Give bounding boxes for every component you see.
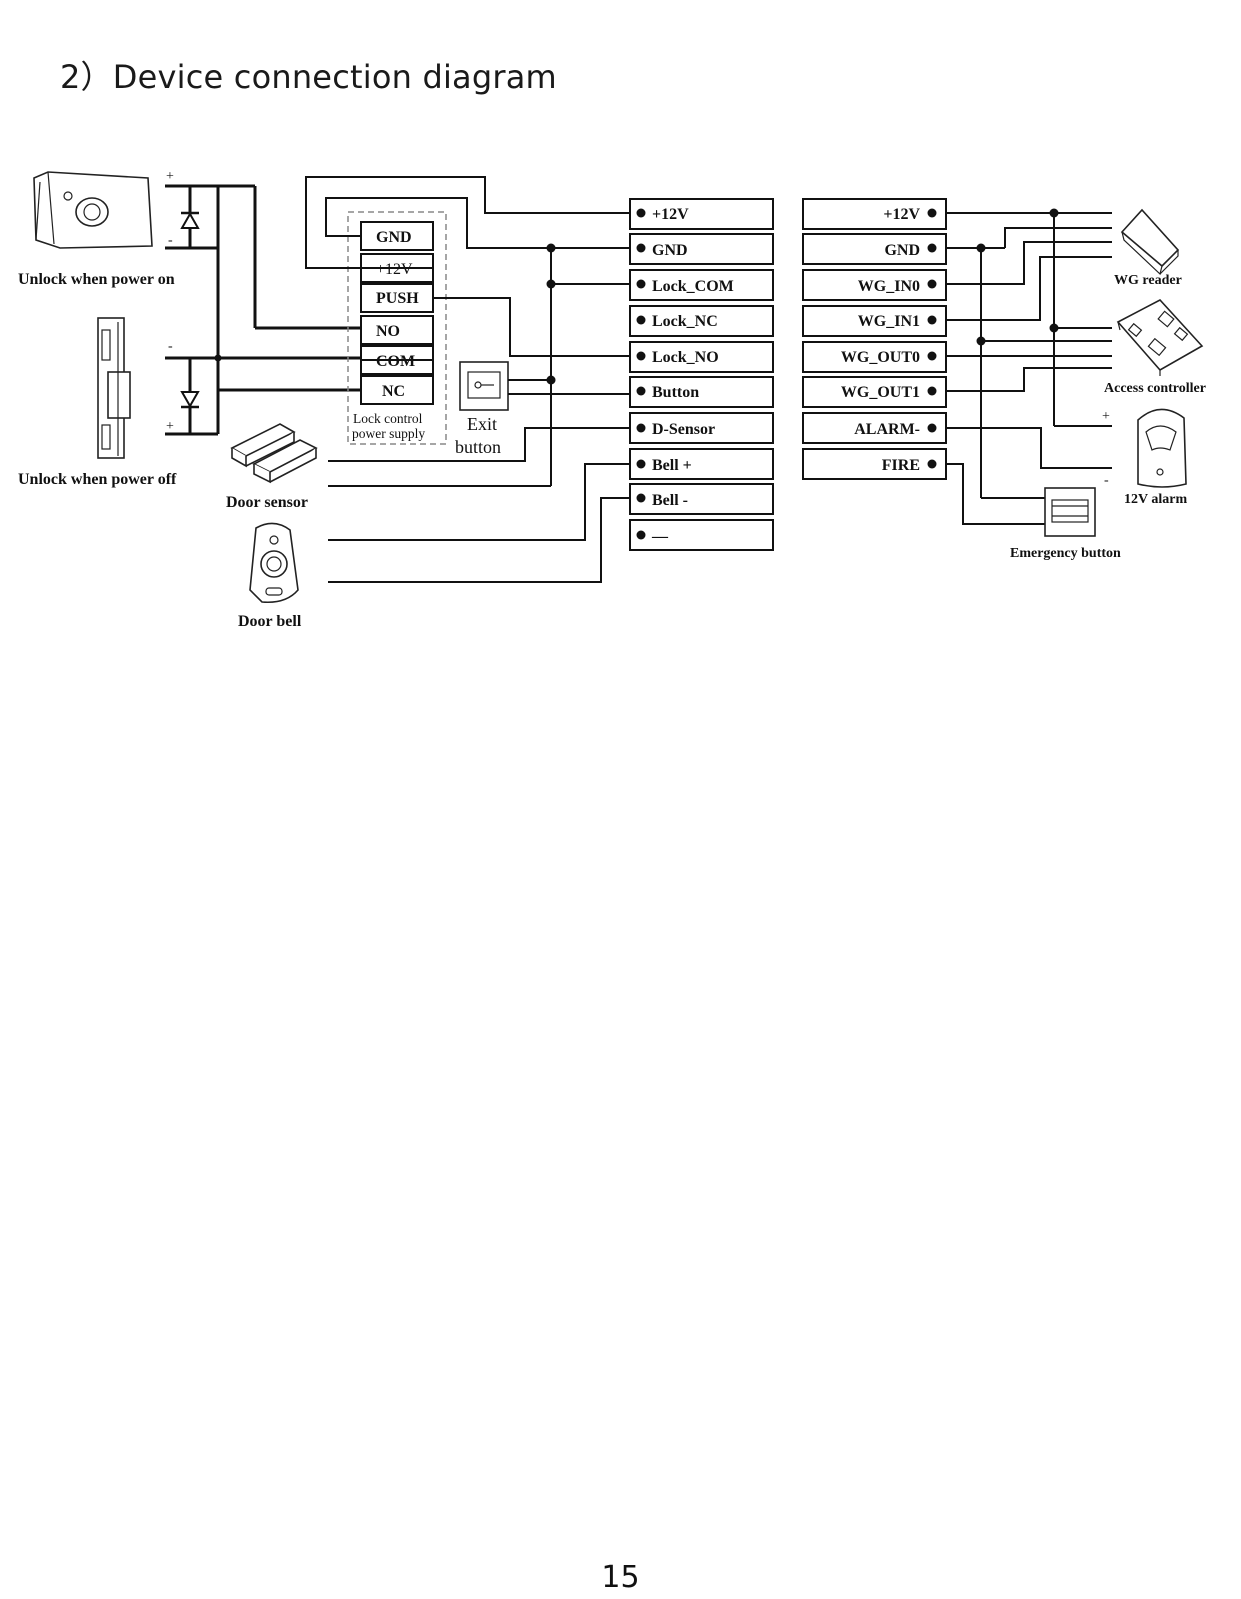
diode-icon [180,391,200,409]
label-exit: Exit [467,414,497,434]
ps-terminal-gnd: GND [376,229,412,246]
plus-mark: + [166,419,174,434]
diode-icon [180,211,200,229]
terminal-right-12v: +12V [883,206,920,223]
terminal-right-wg-in0: WG_IN0 [858,278,920,295]
ps-caption-line1: Lock control [353,411,423,426]
ps-terminal-push: PUSH [376,290,419,307]
terminal-right-wg-in1: WG_IN1 [858,313,920,330]
label-unlock-power-off: Unlock when power off [18,471,177,488]
ps-terminal-12v: +12V [376,261,413,278]
minus-mark: - [168,233,173,248]
label-door-sensor: Door sensor [226,494,308,511]
terminal-left-lock-com: Lock_COM [652,278,734,295]
terminal-left-gnd: GND [652,242,688,259]
terminal-left-bell-minus: Bell - [652,492,688,509]
electric-strike-icon [97,317,131,459]
access-controller-icon [1116,299,1204,376]
label-wg-reader: WG reader [1114,273,1182,288]
terminal-left-12v: +12V [652,206,689,223]
page-number: 15 [601,1560,640,1595]
power-supply-terminals: GND +12V PUSH NO COM NC [360,221,434,405]
label-access-controller: Access controller [1104,381,1206,396]
terminal-right-gnd: GND [884,242,920,259]
plus-mark: + [1102,409,1110,424]
terminal-left-d-sensor: D-Sensor [652,421,715,438]
plus-mark: + [166,169,174,184]
terminal-block-left: +12V GND Lock_COM Lock_NC Lock_NO Button… [629,198,774,551]
label-door-bell: Door bell [238,613,302,630]
terminal-left-button: Button [652,384,699,401]
doorbell-icon [249,522,299,604]
emergency-button-icon [1044,487,1096,537]
terminal-block-right: +12V GND WG_IN0 WG_IN1 WG_OUT0 WG_OUT1 A… [802,198,947,480]
rim-lock-icon [33,171,153,249]
door-sensor-icon [230,423,318,484]
minus-mark: - [1104,473,1109,488]
ps-terminal-nc: NC [382,383,405,400]
alarm-siren-icon [1137,408,1187,488]
terminal-left-bell-plus: Bell + [652,457,692,474]
power-supply-outline [347,211,447,445]
ps-caption-line2: power supply [352,426,425,441]
label-12v-alarm: 12V alarm [1124,492,1187,507]
terminal-left-lock-no: Lock_NO [652,349,719,366]
terminal-left-blank: — [651,528,669,545]
label-emergency-button: Emergency button [1010,546,1121,561]
exit-button-icon [459,361,509,411]
ps-terminal-no: NO [376,323,400,340]
terminal-right-wg-out0: WG_OUT0 [841,349,920,366]
minus-mark: - [168,339,173,354]
section-heading: 2）Device connection diagram [60,58,557,96]
terminal-right-alarm: ALARM- [854,421,920,438]
terminal-left-lock-nc: Lock_NC [652,313,718,330]
terminal-right-fire: FIRE [882,457,920,474]
wg-reader-icon [1120,208,1180,276]
label-unlock-power-on: Unlock when power on [18,271,175,288]
terminal-right-wg-out1: WG_OUT1 [841,384,920,401]
connection-diagram: Unlock when power on Unlock when power o… [18,169,1206,630]
label-button: button [455,437,501,457]
ps-terminal-com: COM [376,353,415,370]
